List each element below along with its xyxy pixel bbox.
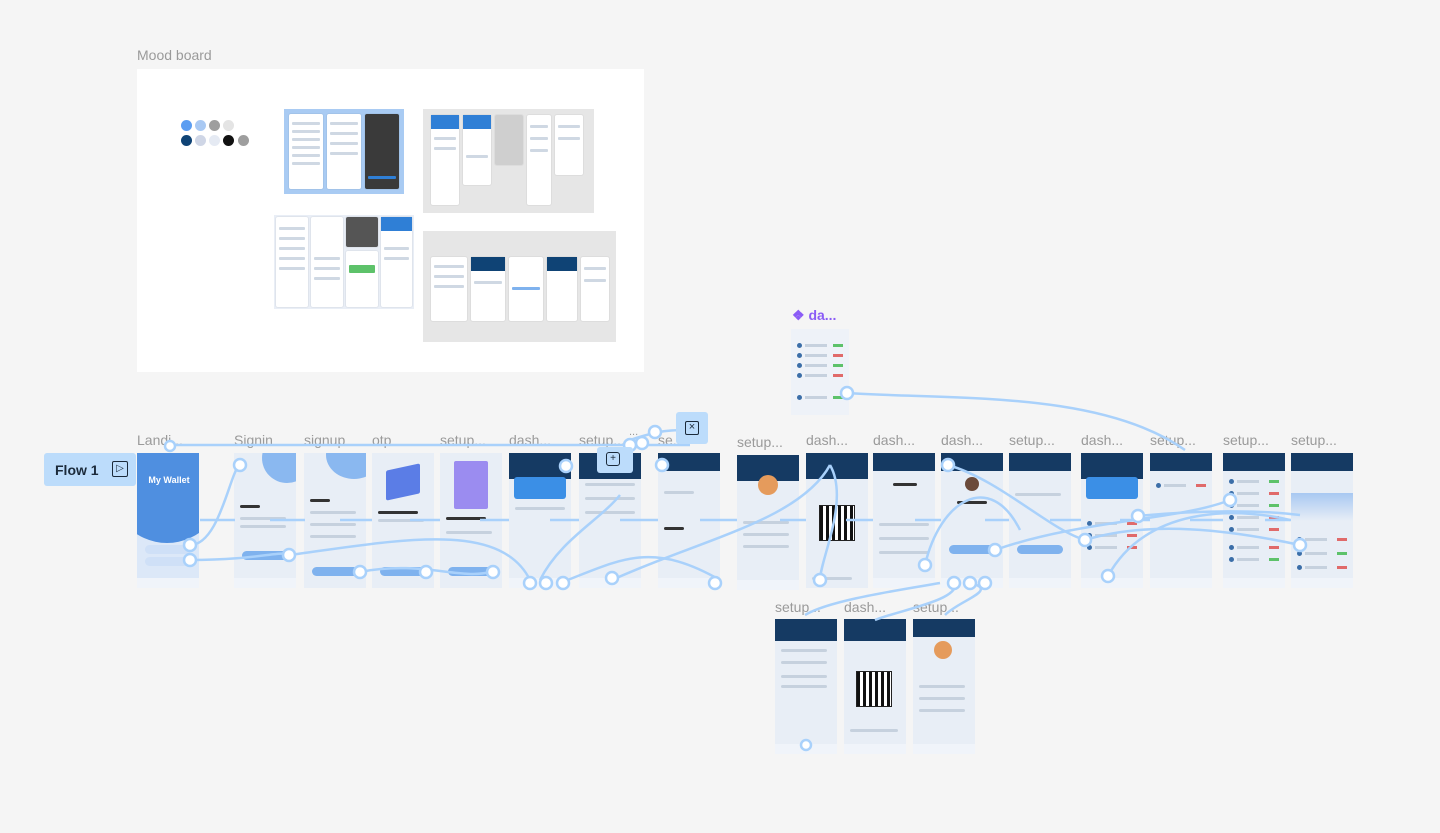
frame-label[interactable]: setup... bbox=[1223, 432, 1269, 448]
frame-label[interactable]: setup... bbox=[1150, 432, 1196, 448]
frame-dashboard-4[interactable] bbox=[941, 453, 1003, 588]
moodboard-title[interactable]: Mood board bbox=[137, 47, 212, 63]
swatch bbox=[238, 135, 249, 146]
frame-label[interactable]: setup... bbox=[579, 432, 625, 448]
close-icon[interactable]: × bbox=[685, 421, 699, 435]
frame-label[interactable]: signup bbox=[304, 432, 346, 448]
frame-setup[interactable] bbox=[440, 453, 502, 588]
swatch bbox=[209, 120, 220, 131]
frame-dashboard[interactable] bbox=[509, 453, 571, 588]
swatch bbox=[181, 120, 192, 131]
more-label[interactable]: ... bbox=[629, 426, 639, 438]
flow-start-chip[interactable]: Flow 1 ▷ bbox=[44, 453, 136, 486]
landing-title: My Wallet bbox=[148, 475, 190, 485]
frame-label[interactable]: otp bbox=[372, 432, 392, 448]
frame-label[interactable]: setup... bbox=[775, 599, 821, 615]
frame-setup-4[interactable] bbox=[737, 455, 799, 590]
frame-landing[interactable]: My Wallet bbox=[137, 453, 199, 588]
frame-label[interactable]: setup... bbox=[737, 434, 783, 450]
swatch bbox=[195, 135, 206, 146]
add-connection-chip[interactable]: + bbox=[597, 447, 633, 473]
frame-label[interactable]: Landi... bbox=[137, 432, 183, 448]
inspiration-image[interactable] bbox=[423, 109, 594, 213]
swatch bbox=[209, 135, 220, 146]
frame-label[interactable]: dash... bbox=[806, 432, 849, 448]
swatch bbox=[223, 135, 234, 146]
frame-label[interactable]: dash... bbox=[1081, 432, 1124, 448]
frame-label[interactable]: dash... bbox=[844, 599, 887, 615]
frame-dashboard-5[interactable] bbox=[1081, 453, 1143, 588]
frame-setup-bottom-2[interactable] bbox=[913, 619, 975, 754]
inspiration-image[interactable] bbox=[274, 215, 414, 309]
frame-setup-6[interactable] bbox=[1150, 453, 1212, 588]
frame-setup-bottom-1[interactable] bbox=[775, 619, 837, 754]
inspiration-image[interactable] bbox=[284, 109, 404, 194]
frame-label[interactable]: setup... bbox=[440, 432, 486, 448]
swatch bbox=[223, 120, 234, 131]
frame-label[interactable]: setup... bbox=[1291, 432, 1337, 448]
flow-label: Flow 1 bbox=[55, 462, 99, 478]
frame-label[interactable]: Signin bbox=[234, 432, 273, 448]
frame-label[interactable]: dash... bbox=[873, 432, 916, 448]
component-frame[interactable] bbox=[791, 329, 849, 415]
frame-setup-7[interactable] bbox=[1223, 453, 1285, 588]
close-flow-chip[interactable]: × bbox=[676, 412, 708, 444]
frame-label[interactable]: dash... bbox=[941, 432, 984, 448]
swatch bbox=[195, 120, 206, 131]
flow-start-icon[interactable]: ▷ bbox=[112, 461, 128, 477]
frame-setup-8[interactable] bbox=[1291, 453, 1353, 588]
inspiration-image[interactable] bbox=[423, 231, 616, 342]
frame-otp[interactable] bbox=[372, 453, 434, 588]
frame-label[interactable]: dash... bbox=[509, 432, 552, 448]
frame-setup-2[interactable] bbox=[579, 453, 641, 588]
frame-dashboard-3[interactable] bbox=[873, 453, 935, 588]
frame-dashboard-bottom[interactable] bbox=[844, 619, 906, 754]
component-label[interactable]: ❖ da... bbox=[792, 307, 837, 323]
frame-label[interactable]: setup... bbox=[913, 599, 959, 615]
frame-label[interactable]: setup... bbox=[1009, 432, 1055, 448]
frame-setup-3[interactable] bbox=[658, 453, 720, 588]
frame-setup-5[interactable] bbox=[1009, 453, 1071, 588]
frame-signup[interactable] bbox=[304, 453, 366, 588]
frame-dashboard-2[interactable] bbox=[806, 453, 868, 588]
moodboard-frame[interactable] bbox=[137, 69, 644, 372]
add-icon[interactable]: + bbox=[606, 452, 620, 466]
frame-signin[interactable] bbox=[234, 453, 296, 588]
swatch bbox=[181, 135, 192, 146]
